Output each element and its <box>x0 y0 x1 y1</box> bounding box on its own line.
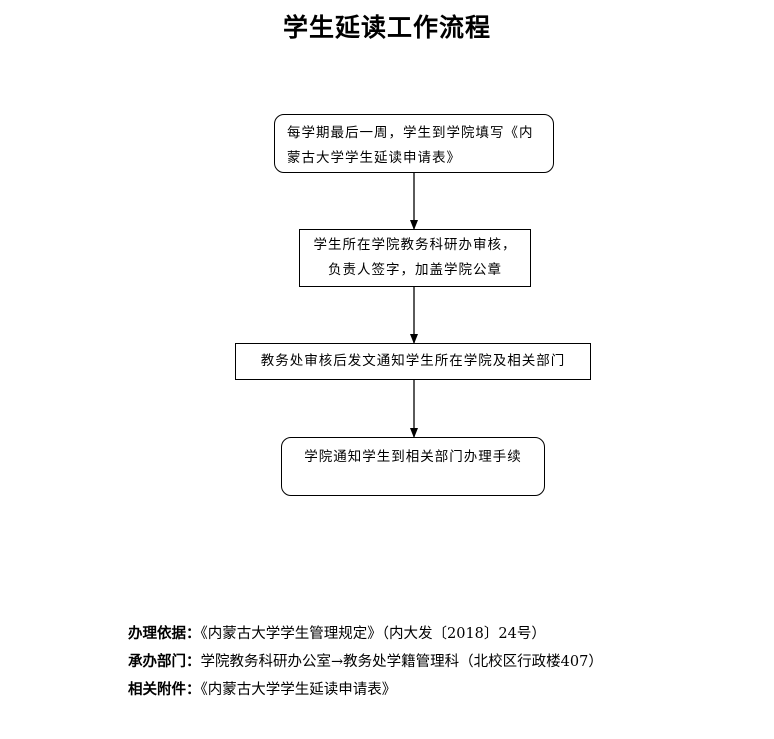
flow-step-college-review: 学生所在学院教务科研办审核，负责人签字，加盖学院公章 <box>299 229 531 287</box>
department-value: 学院教务科研办公室→教务处学籍管理科（北校区行政楼407） <box>200 654 603 670</box>
flow-step-label: 学院通知学生到相关部门办理手续 <box>304 449 522 465</box>
basis-value: 《内蒙古大学学生管理规定》（内大发〔2018〕24号） <box>200 626 546 642</box>
attachment-value: 《内蒙古大学学生延读申请表》 <box>200 682 397 698</box>
flow-step-complete-procedures: 学院通知学生到相关部门办理手续 <box>281 437 545 496</box>
page-title: 学生延读工作流程 <box>282 13 491 42</box>
footer-info: 办理依据：《内蒙古大学学生管理规定》（内大发〔2018〕24号） 承办部门：学院… <box>128 620 768 704</box>
flow-step-submit-application: 每学期最后一周，学生到学院填写《内蒙古大学学生延读申请表》 <box>274 114 554 173</box>
attachment-row: 相关附件：《内蒙古大学学生延读申请表》 <box>128 676 768 704</box>
basis-row: 办理依据：《内蒙古大学学生管理规定》（内大发〔2018〕24号） <box>128 620 768 648</box>
department-row: 承办部门：学院教务科研办公室→教务处学籍管理科（北校区行政楼407） <box>128 648 768 676</box>
flow-step-label: 每学期最后一周，学生到学院填写《内蒙古大学学生延读申请表》 <box>287 124 534 166</box>
basis-label: 办理依据： <box>128 625 201 642</box>
flow-step-label: 学生所在学院教务科研办审核，负责人签字，加盖学院公章 <box>313 237 517 278</box>
flow-step-academic-affairs-notice: 教务处审核后发文通知学生所在学院及相关部门 <box>235 343 591 380</box>
attachment-label: 相关附件： <box>128 681 201 698</box>
department-label: 承办部门： <box>128 653 201 670</box>
flow-step-label: 教务处审核后发文通知学生所在学院及相关部门 <box>260 353 566 369</box>
